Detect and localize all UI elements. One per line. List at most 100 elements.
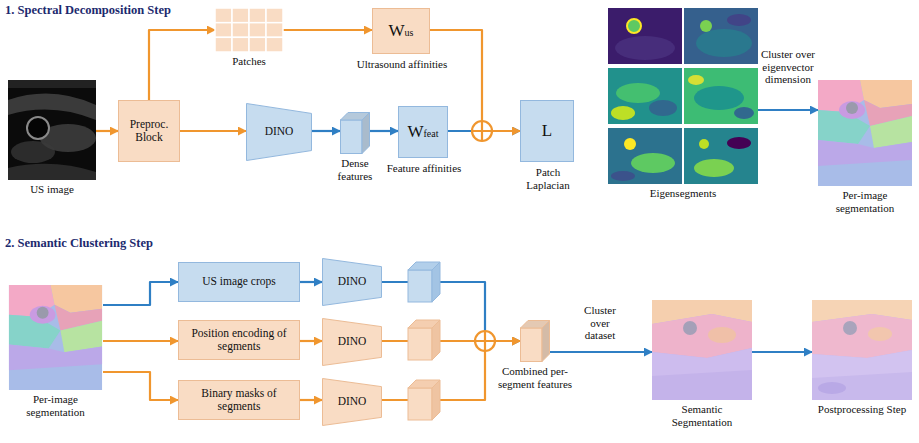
box-text: L xyxy=(542,121,552,141)
patch-grid-picture xyxy=(249,23,266,38)
input-box: Position encoding of segments xyxy=(178,320,300,360)
segmentation-picture xyxy=(818,80,912,186)
eigensegment-pictures xyxy=(699,139,709,149)
patch-grid-picture xyxy=(215,23,232,38)
eigensegment-pictures xyxy=(684,8,758,64)
connector-arrow xyxy=(382,341,520,400)
feature-cuboid xyxy=(408,388,432,420)
encoder-trapezoid: DINO xyxy=(322,318,382,366)
sum-symbol xyxy=(472,121,492,141)
trapezoid-outline xyxy=(323,259,382,306)
feature-block: Combined per-segment features xyxy=(520,320,550,362)
segmentation-image: Per-image segmentation xyxy=(8,285,103,390)
caption: Feature affinities xyxy=(379,162,469,175)
eigensegment-pictures xyxy=(684,128,758,184)
cuboid-outline xyxy=(520,320,550,362)
patch-grid-picture xyxy=(249,37,266,52)
eigensegment-pictures xyxy=(611,171,635,181)
postprocessed-picture xyxy=(812,300,912,400)
eigensegment-pictures xyxy=(611,106,635,120)
box-text: US image crops xyxy=(202,275,275,288)
ultrasound-picture xyxy=(8,80,96,88)
preprocessing-box: Preproc. Block xyxy=(118,100,180,162)
eigensegment-pictures xyxy=(727,137,751,149)
ultrasound-picture xyxy=(8,80,96,180)
eigensegment-pictures xyxy=(694,86,744,110)
caption: Per-image segmentation xyxy=(10,393,102,418)
eigensegment-pictures xyxy=(688,75,704,85)
segmentation-image: Per-image segmentation xyxy=(818,80,912,186)
patch-grid: Patches xyxy=(215,8,283,52)
segmentation-picture xyxy=(818,80,912,186)
ultrasound-picture xyxy=(11,141,55,163)
connector-arrow xyxy=(758,109,818,111)
eigensegment-pictures xyxy=(608,68,682,124)
ultrasound-picture xyxy=(8,80,96,180)
box-text: Binary masks of segments xyxy=(184,387,294,413)
connector-arrow xyxy=(96,130,118,132)
patch-grid-picture xyxy=(249,8,266,23)
connector-arrow xyxy=(312,130,340,132)
cuboid-outline xyxy=(340,112,370,154)
patch-grid-picture xyxy=(232,23,249,38)
encoder-trapezoid: DINO xyxy=(246,103,312,161)
eigensegment-pictures xyxy=(684,128,758,184)
semantic-picture xyxy=(652,300,752,400)
patch-grid-picture xyxy=(215,8,283,52)
caption: Per-image segmentation xyxy=(819,189,911,214)
feature-cuboid xyxy=(408,270,432,302)
feature-cuboid xyxy=(408,328,432,360)
semantic-picture xyxy=(652,300,752,400)
sum-symbol xyxy=(475,331,495,351)
patch-grid-picture xyxy=(215,37,232,52)
input-box: US image crops xyxy=(178,262,300,302)
section-heading: 2. Semantic Clustering Step xyxy=(5,236,153,251)
eigensegment-pictures xyxy=(684,8,758,64)
eigensegment-pictures xyxy=(624,138,636,150)
connector-arrow xyxy=(103,282,178,305)
connector-arrow xyxy=(283,29,372,31)
eigensegment-pictures xyxy=(608,68,682,124)
segmentation-picture xyxy=(9,285,102,390)
connector-arrow xyxy=(550,351,652,353)
segmentation-picture xyxy=(9,285,102,390)
connector-arrow xyxy=(300,281,322,283)
eigensegment-pictures xyxy=(696,29,752,57)
input-box: Binary masks of segments xyxy=(178,380,300,420)
eigensegment-pictures xyxy=(608,128,682,184)
patch-grid-picture xyxy=(266,23,283,38)
connector-arrow xyxy=(382,282,520,341)
eigensegment-pictures xyxy=(727,14,751,26)
feature-block: Dense features xyxy=(340,112,370,154)
segmentation-image: Postprocessing Step xyxy=(812,300,912,400)
connector-arrow xyxy=(752,351,812,353)
postprocessed-picture xyxy=(812,300,912,400)
box-text: DINO xyxy=(338,395,367,408)
caption: Postprocessing Step xyxy=(816,403,908,416)
trapezoid-outline xyxy=(247,104,312,161)
eigensegment-grid: Eigensegments xyxy=(608,8,758,184)
sum-symbol xyxy=(472,121,492,141)
box-text: Preproc. Block xyxy=(124,118,174,144)
eigensegment-pictures xyxy=(734,107,754,119)
affinity-box: WusUltrasound affinities xyxy=(372,8,430,54)
encoder-trapezoid: DINO xyxy=(322,258,382,306)
cuboid-face xyxy=(542,321,550,362)
affinity-box: WfeatFeature affinities xyxy=(398,106,448,158)
eigensegment-pictures xyxy=(684,68,758,124)
eigensegment-pictures xyxy=(631,153,675,173)
caption: Dense features xyxy=(332,157,378,182)
cuboid-face xyxy=(362,113,370,154)
ultrasound-picture xyxy=(27,117,49,139)
eigensegment-pictures xyxy=(694,159,734,177)
connector-group xyxy=(96,30,818,400)
segmentation-image: Semantic Segmentation xyxy=(652,300,752,400)
box-text: DINO xyxy=(338,335,367,348)
sum-symbol xyxy=(475,331,495,351)
caption: Eigensegments xyxy=(628,187,738,200)
encoder-trapezoid: DINO xyxy=(322,378,382,426)
sum-symbol xyxy=(475,331,495,351)
section-heading: 1. Spectral Decomposition Step xyxy=(5,3,171,18)
connector-arrow xyxy=(103,372,178,400)
